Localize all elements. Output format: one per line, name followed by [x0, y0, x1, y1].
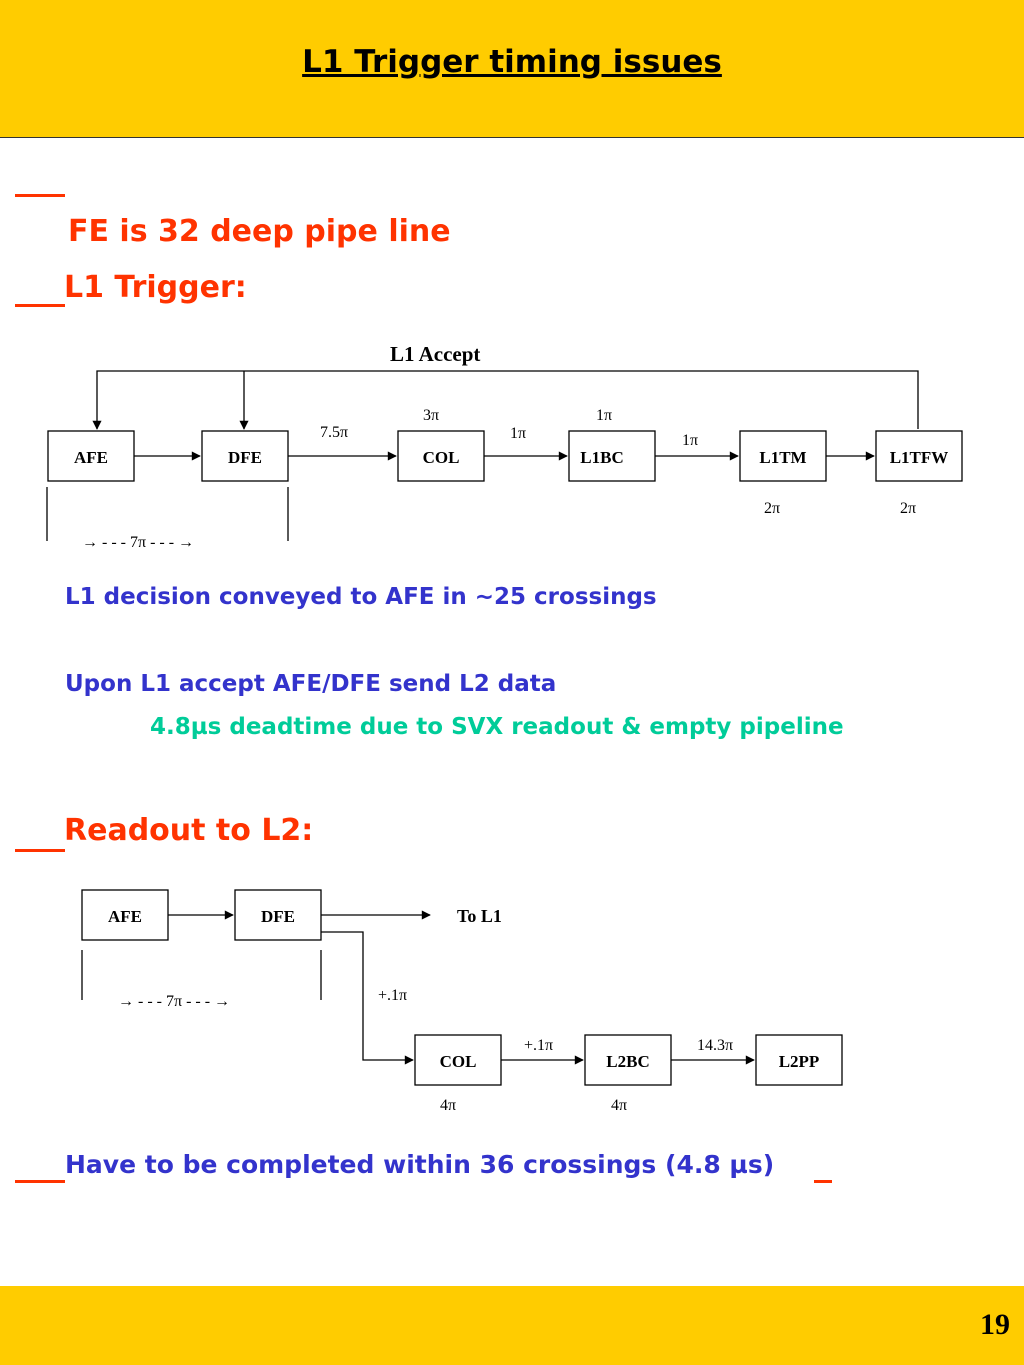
l2-to-l1-label: To L1 — [457, 906, 502, 926]
box-dfe: DFE — [201, 430, 289, 482]
upon-accept-note: Upon L1 accept AFE/DFE send L2 data — [65, 671, 557, 697]
l2-box-afe: AFE — [81, 889, 169, 941]
box-col: COL — [397, 430, 485, 482]
l2-latency-col: 4π — [440, 1097, 456, 1114]
l2-link-label-col-l2bc: +.1π — [524, 1037, 553, 1054]
box-col-label: COL — [423, 448, 460, 467]
latency-l1bc: 1π — [596, 407, 612, 424]
l2-branch-to-col — [321, 931, 414, 1065]
bullet-marker — [15, 849, 65, 852]
l2-box-col-label: COL — [440, 1052, 477, 1071]
l1-trigger-heading: L1 Trigger: — [64, 270, 247, 305]
box-l1bc: L1BC — [568, 430, 656, 482]
deadtime-note: 4.8µs deadtime due to SVX readout & empt… — [150, 714, 844, 740]
box-l1tfw-label: L1TFW — [890, 448, 949, 467]
l1-accept-feedback-line — [92, 370, 919, 430]
fe-pipeline-text: FE is 32 deep pipe line — [68, 214, 451, 249]
l1-trigger-diagram: L1 Accept AFE DFE COL L1BC L1TM L1TFW 7.… — [46, 342, 963, 551]
bullet-marker — [15, 304, 65, 307]
l2-box-dfe-label: DFE — [261, 907, 295, 926]
box-afe-label: AFE — [74, 448, 108, 467]
bullet-marker — [814, 1180, 832, 1183]
l2-box-afe-label: AFE — [108, 907, 142, 926]
readout-heading: Readout to L2: — [64, 813, 314, 848]
l2-box-col: COL — [414, 1034, 502, 1086]
link-label-l1bc-l1tm: 1π — [682, 432, 698, 449]
completion-text: Have to be completed within 36 crossings… — [65, 1150, 774, 1179]
l2-readout-diagram: AFE DFE COL L2BC L2PP To L1 +.1π +.1π 14… — [81, 889, 843, 1114]
bullet-marker — [15, 1180, 65, 1183]
l2-box-l2pp-label: L2PP — [779, 1052, 820, 1071]
l1-accept-label: L1 Accept — [390, 342, 480, 366]
box-dfe-label: DFE — [228, 448, 262, 467]
box-l1tm: L1TM — [739, 430, 827, 482]
l2-latency-l2bc: 4π — [611, 1097, 627, 1114]
l2-branch-label: +.1π — [378, 987, 407, 1004]
l2-box-dfe: DFE — [234, 889, 322, 941]
l2-box-l2pp: L2PP — [755, 1034, 843, 1086]
link-label-dfe-col: 7.5π — [320, 424, 348, 441]
box-l1tfw: L1TFW — [875, 430, 963, 482]
box-l1bc-label: L1BC — [580, 448, 623, 467]
latency-col: 3π — [423, 407, 439, 424]
latency-l1tfw: 2π — [900, 500, 916, 517]
page-number: 19 — [980, 1308, 1010, 1341]
box-afe: AFE — [47, 430, 135, 482]
bullet-marker — [15, 194, 65, 197]
span-label-7pi: → - - - 7π - - - → — [82, 534, 194, 551]
latency-l1tm: 2π — [764, 500, 780, 517]
footer-band: 19 — [0, 1286, 1024, 1365]
l2-span-label-7pi: → - - - 7π - - - → — [118, 993, 230, 1010]
slide-title: L1 Trigger timing issues — [302, 44, 722, 80]
l2-box-l2bc-label: L2BC — [606, 1052, 649, 1071]
link-label-col-l1bc: 1π — [510, 425, 526, 442]
completion-text-content: Have to be completed within 36 crossings… — [65, 1150, 775, 1179]
l2-box-l2bc: L2BC — [584, 1034, 672, 1086]
header-band: L1 Trigger timing issues — [0, 0, 1024, 138]
l1-decision-note: L1 decision conveyed to AFE in ~25 cross… — [65, 584, 657, 610]
l2-link-label-l2bc-l2pp: 14.3π — [697, 1037, 733, 1054]
box-l1tm-label: L1TM — [759, 448, 806, 467]
